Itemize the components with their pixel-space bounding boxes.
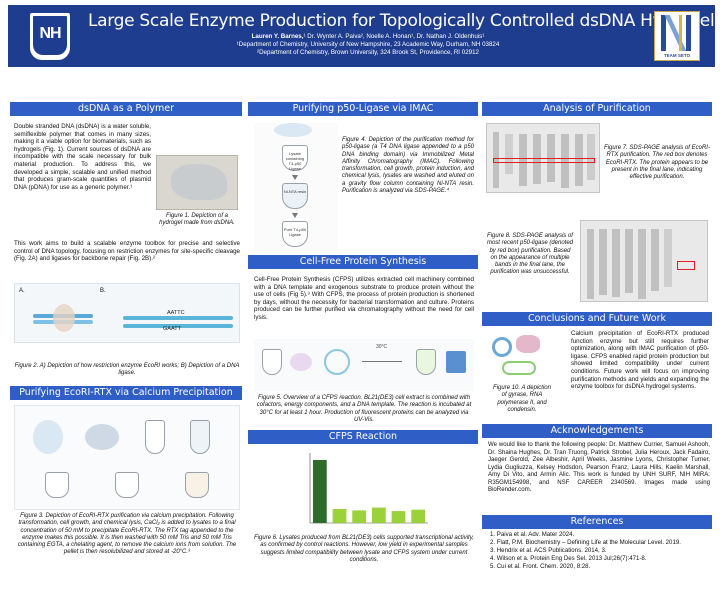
gyrase-icon <box>492 337 512 357</box>
pure-ligase-tube: Pure T4-p50 Ligase <box>282 221 308 247</box>
cfps-body-text: Cell-Free Protein Synthesis (CFPS) utili… <box>254 276 474 321</box>
panel-b-label: B. <box>100 288 106 294</box>
section-header-conclusions: Conclusions and Future Work <box>482 312 712 326</box>
chart-bar <box>352 510 367 523</box>
reference-item: 1. Paiva et al. Adv. Mater 2024. <box>490 531 575 538</box>
arrow-down-icon <box>292 175 298 180</box>
reference-item: 2. Flatt, P.M. Biochemistry – Defining L… <box>490 539 681 546</box>
ecori-red-box <box>493 158 595 163</box>
references-list: 1. Paiva et al. Adv. Mater 2024. 2. Flat… <box>490 531 710 571</box>
figure-3-panel <box>14 405 240 510</box>
unh-logo-text: NH <box>33 16 67 55</box>
figure-3-caption: Figure 3. Depiction of EcoRI-RTX purific… <box>17 513 237 556</box>
figure-7-caption: Figure 7. SDS-PAGE analysis of EcoRI-RTX… <box>604 145 710 181</box>
reference-item: 5. Cui et al. Front. Chem. 2020, 8:28. <box>490 563 591 570</box>
figure-6-caption: Figure 6. Lysates produced from BL21(DE3… <box>254 535 474 563</box>
growth-flask-icon <box>274 123 312 137</box>
acknowledgements-text: We would like to thank the following peo… <box>488 441 710 493</box>
figure-2-panel: A. B. AATTC GAATT <box>14 283 240 343</box>
figure-5-caption: Figure 5. Overview of a CFPS reaction. B… <box>256 395 472 423</box>
sequence-top: AATTC <box>167 310 185 316</box>
wash-tube-icon <box>45 472 69 498</box>
figure-1-caption: Figure 1. Depiction of a hydrogel made f… <box>159 213 235 227</box>
figure-10-caption: Figure 10. A depiction of gyrase, RNA po… <box>493 385 551 413</box>
rna-polymerase-icon <box>516 335 540 353</box>
p50-red-box <box>677 261 695 270</box>
figure-5-panel: 30°C <box>254 339 474 391</box>
lysate-tube: Lysate containing T4-p50 Ligase <box>282 145 308 171</box>
growth-flask-icon <box>85 424 119 450</box>
affiliation-1: ¹Department of Chemistry, University of … <box>236 41 500 48</box>
pellet-tube-icon <box>115 472 139 498</box>
condensin-icon <box>502 361 536 375</box>
section-header-cfps: Cell-Free Protein Synthesis <box>248 255 478 269</box>
temperature-label: 30°C <box>376 344 388 350</box>
ecori-enzyme-illustration <box>33 298 93 338</box>
enzyme-illustration <box>488 331 548 381</box>
panel-a-label: A. <box>19 288 25 294</box>
figure-2-caption: Figure 2. A) Depiction of how restrictio… <box>14 363 240 377</box>
resolubilized-tube-icon <box>185 472 209 498</box>
figure-4-panel: Lysate containing T4-p50 Ligase Ni-NTA r… <box>254 123 338 251</box>
poster: NH Large Scale Enzyme Production for Top… <box>8 5 720 585</box>
plasmid-icon <box>324 349 350 375</box>
cfps-chart-svg <box>309 453 428 524</box>
author-block: Lauren Y. Barnes,¹ Dr. Wynter A. Paiva²,… <box>88 33 648 57</box>
chart-bar <box>371 507 386 523</box>
other-authors: ¹ Dr. Wynter A. Paiva², Noelle A. Honan¹… <box>303 33 485 40</box>
arrow-down-icon <box>292 213 298 218</box>
ni-nta-tube: Ni-NTA resin <box>282 183 308 209</box>
polymer-intro-text: Double stranded DNA (dsDNA) is a water s… <box>14 123 151 191</box>
extract-tube-icon <box>262 349 282 375</box>
section-header-analysis: Analysis of Purification <box>482 102 712 116</box>
chart-bar <box>411 509 426 523</box>
section-header-purifying-p50: Purifying p50-Ligase via IMAC <box>248 102 478 116</box>
hydrogel-blob <box>171 164 227 200</box>
section-header-cfps-reaction: CFPS Reaction <box>248 430 478 444</box>
section-header-purifying-ecori: Purifying EcoRI-RTX via Calcium Precipit… <box>10 386 242 400</box>
sds-page-gel-ecori <box>486 123 600 193</box>
figure-4-caption: Figure 4. Depiction of the purification … <box>342 137 474 195</box>
ecori-protein-shape <box>53 304 75 332</box>
reaction-tube-icon <box>416 349 436 375</box>
chart-bar <box>391 511 406 523</box>
reference-item: 3. Hendrix et al. ACS Publications. 2014… <box>490 547 607 554</box>
team-logo-mark <box>659 15 695 51</box>
polymer-aim-text: This work aims to build a scalable enzym… <box>14 240 240 263</box>
chart-bar <box>312 460 327 523</box>
uv-vis-icon <box>446 351 466 373</box>
ligase-dna-illustration: AATTC GAATT <box>123 310 233 334</box>
centrifuge-tube-icon <box>190 420 210 454</box>
section-header-references: References <box>482 515 712 529</box>
reference-item: 4. Wilson et a. Protein Eng Des Sel. 201… <box>490 555 647 562</box>
arrow-right-icon <box>362 361 402 362</box>
affiliation-2: ²Department of Chemistry, Brown Universi… <box>257 49 479 56</box>
first-author: Lauren Y. Barnes, <box>251 33 304 40</box>
hydrogel-photo <box>156 155 238 210</box>
poster-header: NH Large Scale Enzyme Production for Top… <box>8 5 720 67</box>
poster-title: Large Scale Enzyme Production for Topolo… <box>88 11 720 31</box>
team-logo-tag: TEAM SETO <box>663 53 691 58</box>
team-logo: TEAM SETO <box>654 11 700 61</box>
lysate-tube-icon <box>145 420 165 454</box>
sds-page-gel-p50 <box>580 220 708 302</box>
figure-8-caption: Figure 8. SDS-PAGE analysis of most rece… <box>486 233 574 276</box>
section-header-dsdna-polymer: dsDNA as a Polymer <box>10 102 242 116</box>
section-header-acknowledgements: Acknowledgements <box>482 424 712 438</box>
cofactor-icon <box>290 353 312 371</box>
cfps-bar-chart <box>294 447 434 533</box>
unh-logo: NH <box>30 13 70 60</box>
ecoli-cell-icon <box>33 420 63 454</box>
chart-bar <box>332 509 347 523</box>
sequence-bottom: GAATT <box>163 326 181 332</box>
conclusions-body-text: Calcium precipitation of EcoRI-RTX produ… <box>571 330 709 391</box>
